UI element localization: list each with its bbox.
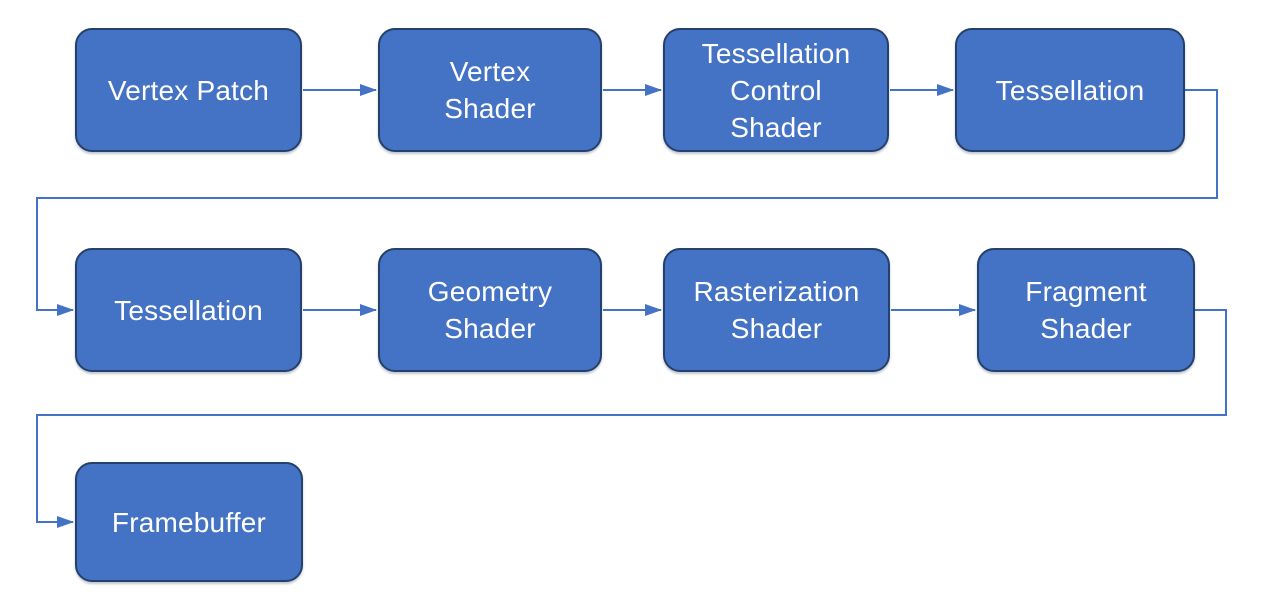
node-label-tessellation-bottom: Tessellation: [114, 294, 263, 326]
node-label-vertex-patch: Vertex Patch: [107, 74, 270, 106]
node-tessellation-bottom: Tessellation: [75, 248, 302, 372]
node-label-vertex-shader: Vertex Shader: [444, 56, 536, 124]
node-framebuffer: Framebuffer: [75, 462, 303, 582]
node-vertex-patch: Vertex Patch: [75, 28, 302, 152]
node-label-framebuffer: Framebuffer: [111, 506, 267, 538]
node-tessellation-top: Tessellation: [955, 28, 1185, 152]
node-label-geometry-shader: Geometry Shader: [427, 276, 553, 344]
connector-fragment-shader-to-framebuffer: [36, 309, 1227, 528]
node-label-tessellation-control-shader: Tessellation Control Shader: [701, 37, 851, 143]
node-geometry-shader: Geometry Shader: [378, 248, 602, 372]
node-fragment-shader: Fragment Shader: [977, 248, 1195, 372]
node-tessellation-control-shader: Tessellation Control Shader: [663, 28, 889, 152]
node-rasterization-shader: Rasterization Shader: [663, 248, 890, 372]
node-label-rasterization-shader: Rasterization Shader: [693, 276, 860, 344]
node-vertex-shader: Vertex Shader: [378, 28, 602, 152]
connector-tessellation-top-to-tessellation-bottom: [36, 89, 1218, 316]
node-label-tessellation-top: Tessellation: [995, 74, 1145, 106]
node-label-fragment-shader: Fragment Shader: [1025, 276, 1147, 344]
